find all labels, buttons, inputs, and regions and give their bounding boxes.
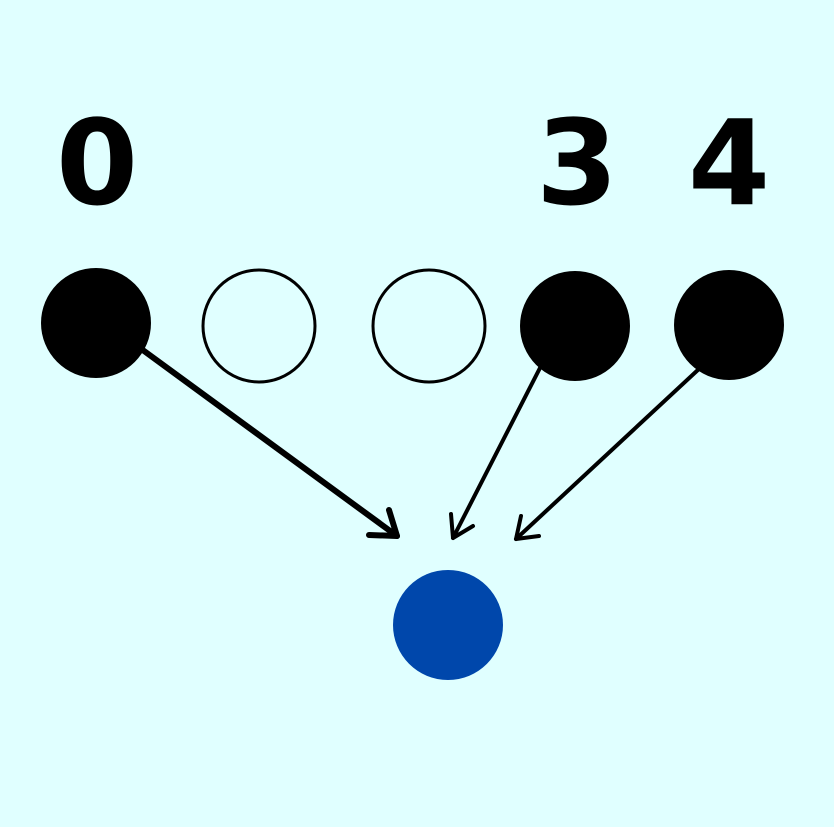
node-0 [41, 268, 151, 378]
edge-3-to-target [449, 362, 544, 540]
node-1 [201, 268, 317, 384]
edge-0-to-target [137, 345, 400, 539]
node-label-0: 0 [56, 94, 138, 232]
node-label-4: 4 [688, 94, 770, 232]
node-2 [371, 268, 487, 384]
node-4 [674, 270, 784, 380]
target-node [393, 570, 503, 680]
node-label-3: 3 [536, 94, 618, 232]
edge-4-to-target [514, 366, 702, 541]
node-3 [520, 271, 630, 381]
